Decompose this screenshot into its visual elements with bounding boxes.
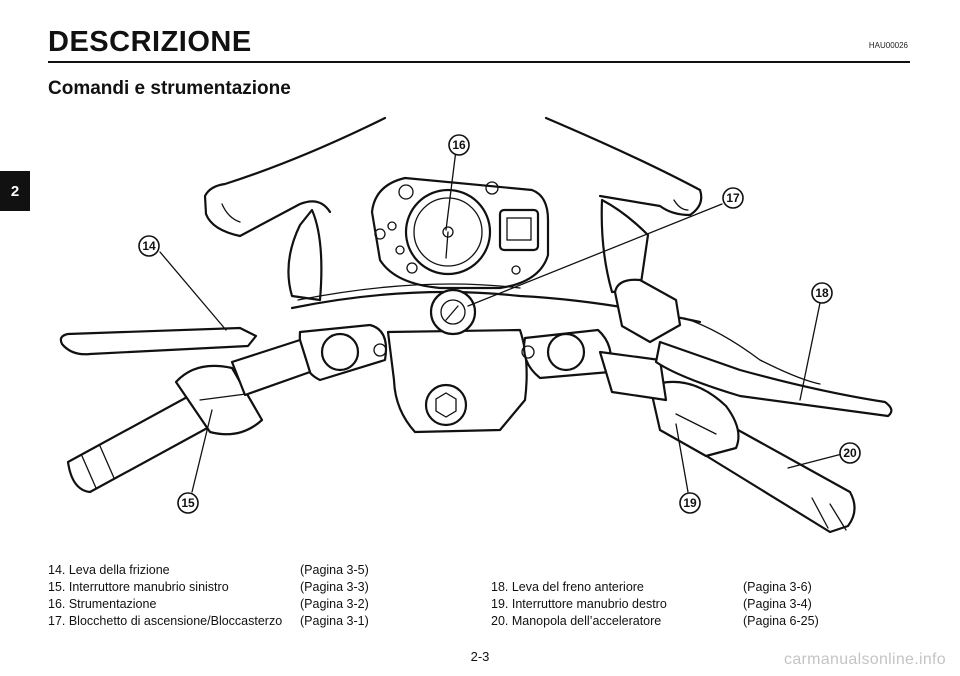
page-number: 2-3 <box>470 649 490 664</box>
clutch-lever <box>59 326 258 356</box>
svg-text:15: 15 <box>181 496 195 510</box>
right-bar-clamp <box>521 328 613 380</box>
caption-item: 20. Manopola dell’acceleratore (Pagina 6… <box>491 613 819 630</box>
caption-item: 15. Interruttore manubrio sinistro (Pagi… <box>48 579 369 596</box>
callout-16: 16 <box>448 134 470 156</box>
caption-item: 19. Interruttore manubrio destro (Pagina… <box>491 596 819 613</box>
caption-item: 17. Blocchetto di ascensione/Bloccasterz… <box>48 613 369 630</box>
chapter-tab: 2 <box>0 171 30 211</box>
svg-text:16: 16 <box>452 138 466 152</box>
top-clamp <box>386 288 528 434</box>
caption-page-ref: (Pagina 3-2) <box>300 597 369 611</box>
header-divider <box>48 61 910 63</box>
callout-20: 20 <box>839 442 861 464</box>
callout-19: 19 <box>679 492 701 514</box>
callout-17: 17 <box>722 187 744 209</box>
caption-label: 20. Manopola dell’acceleratore <box>491 614 662 628</box>
caption-label: 16. Strumentazione <box>48 597 157 611</box>
caption-page-ref: (Pagina 6-25) <box>743 614 819 628</box>
caption-page-ref: (Pagina 3-4) <box>743 597 812 611</box>
right-grip <box>598 350 856 534</box>
page-header-title: DESCRIZIONE <box>48 26 252 58</box>
caption-item: 14. Leva della frizione (Pagina 3-5) <box>48 562 369 579</box>
svg-text:14: 14 <box>142 239 156 253</box>
caption-list-right: 18. Leva del freno anteriore (Pagina 3-6… <box>491 579 819 630</box>
left-grip <box>66 338 312 494</box>
watermark: carmanualsonline.info <box>784 651 946 668</box>
callout-leader-lines <box>159 149 843 493</box>
caption-page-ref: (Pagina 3-6) <box>743 580 812 594</box>
front-brake-lever <box>654 340 893 418</box>
svg-text:20: 20 <box>843 446 857 460</box>
caption-label: 14. Leva della frizione <box>48 563 170 577</box>
callout-18: 18 <box>811 282 833 304</box>
callout-15: 15 <box>177 492 199 514</box>
caption-item: 16. Strumentazione (Pagina 3-2) <box>48 596 369 613</box>
caption-label: 19. Interruttore manubrio destro <box>491 597 667 611</box>
caption-item: 18. Leva del freno anteriore (Pagina 3-6… <box>491 579 819 596</box>
caption-page-ref: (Pagina 3-3) <box>300 580 369 594</box>
section-title: Comandi e strumentazione <box>48 78 291 99</box>
handlebar-controls-illustration: 14 15 16 17 18 19 20 <box>59 116 893 534</box>
brake-master-cylinder <box>613 278 682 344</box>
svg-text:18: 18 <box>815 286 829 300</box>
svg-text:17: 17 <box>726 191 740 205</box>
svg-text:19: 19 <box>683 496 697 510</box>
document-code: HAU00026 <box>868 41 908 50</box>
right-cowl-panel <box>600 198 650 294</box>
caption-page-ref: (Pagina 3-5) <box>300 563 369 577</box>
caption-label: 18. Leva del freno anteriore <box>491 580 644 594</box>
caption-page-ref: (Pagina 3-1) <box>300 614 369 628</box>
caption-label: 17. Blocchetto di ascensione/Bloccasterz… <box>48 614 283 628</box>
instrument-cluster <box>370 176 550 290</box>
callout-14: 14 <box>138 235 160 257</box>
left-cowl-panel <box>287 208 323 302</box>
windscreen-outline <box>203 116 703 238</box>
caption-list-left: 14. Leva della frizione (Pagina 3-5) 15.… <box>48 562 369 630</box>
caption-label: 15. Interruttore manubrio sinistro <box>48 580 229 594</box>
left-bar-clamp <box>298 323 388 382</box>
